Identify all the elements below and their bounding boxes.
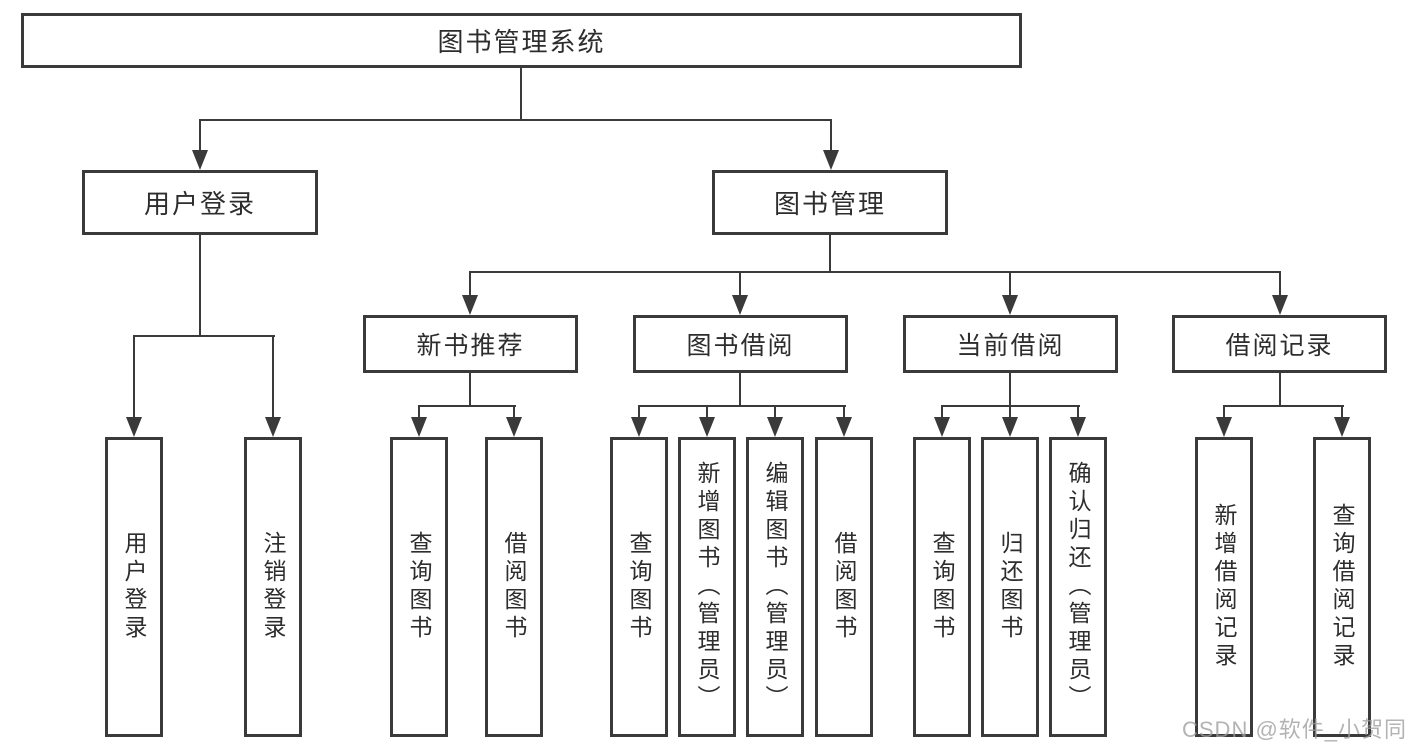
leaf-records-add-borrow-record: 新增借阅记录	[1195, 437, 1253, 737]
arrowhead-down-icon	[767, 417, 783, 437]
node-root-library-system: 图书管理系统	[21, 13, 1022, 68]
arrowhead-down-icon	[732, 295, 748, 315]
node-book-management: 图书管理	[712, 170, 948, 235]
connector-to-recommend-query	[418, 405, 420, 419]
connector-to-book-borrowing	[739, 271, 741, 297]
connector-records-crossbar	[1223, 405, 1344, 407]
leaf-borrowing-edit-books-admin: 编辑图书（管理员）	[746, 437, 804, 737]
connector-to-recommend-borrow	[513, 405, 515, 419]
connector-to-book-management	[830, 119, 832, 151]
connector-borrowing-crossbar	[638, 405, 846, 407]
connector-to-current-return	[1009, 405, 1011, 419]
node-new-book-recommend: 新书推荐	[363, 315, 578, 373]
connector-to-borrowing-edit	[774, 405, 776, 419]
leaf-borrowing-add-books-admin: 新增图书（管理员）	[678, 437, 736, 737]
leaf-borrowing-borrow-books: 借阅图书	[815, 437, 873, 737]
node-book-borrowing: 图书借阅	[633, 315, 848, 373]
leaf-logout: 注销登录	[244, 437, 302, 737]
arrowhead-down-icon	[1002, 295, 1018, 315]
leaf-borrowing-query-books: 查询图书	[610, 437, 668, 737]
connector-recommend-stem	[469, 373, 471, 407]
connector-to-borrowing-borrow	[843, 405, 845, 419]
connector-records-stem	[1279, 373, 1281, 407]
connector-recommend-crossbar	[418, 405, 516, 407]
arrowhead-down-icon	[411, 417, 427, 437]
arrowhead-down-icon	[1334, 417, 1350, 437]
connector-to-current-confirm	[1077, 405, 1079, 419]
connector-to-records-query	[1341, 405, 1343, 419]
connector-to-borrowing-query	[638, 405, 640, 419]
connector-root-crossbar	[199, 119, 832, 121]
leaf-records-query-borrow-record: 查询借阅记录	[1313, 437, 1371, 737]
arrowhead-down-icon	[462, 295, 478, 315]
arrowhead-down-icon	[823, 150, 839, 170]
node-user-login: 用户登录	[82, 170, 318, 235]
arrowhead-down-icon	[1002, 417, 1018, 437]
leaf-current-confirm-return-admin: 确认归还（管理员）	[1049, 437, 1107, 737]
connector-to-leaf-login	[133, 335, 135, 417]
arrowhead-down-icon	[631, 417, 647, 437]
arrowhead-down-icon	[506, 417, 522, 437]
arrowhead-down-icon	[934, 417, 950, 437]
connector-borrowing-stem	[739, 373, 741, 407]
connector-to-user-login	[199, 119, 201, 151]
connector-book-management-stem	[829, 235, 831, 273]
node-borrowing-records: 借阅记录	[1172, 315, 1387, 373]
leaf-user-login: 用户登录	[105, 437, 163, 737]
node-current-borrowing: 当前借阅	[903, 315, 1118, 373]
watermark: CSDN @软件_小贺同学	[1182, 717, 1405, 742]
arrowhead-down-icon	[126, 417, 142, 437]
connector-user-login-stem	[199, 235, 201, 337]
connector-to-records-add	[1223, 405, 1225, 419]
arrowhead-down-icon	[265, 417, 281, 437]
arrowhead-down-icon	[192, 150, 208, 170]
arrowhead-down-icon	[1216, 417, 1232, 437]
connector-to-borrowing-records	[1279, 271, 1281, 297]
connector-to-current-query	[941, 405, 943, 419]
leaf-recommend-borrow-books: 借阅图书	[485, 437, 543, 737]
arrowhead-down-icon	[699, 417, 715, 437]
leaf-current-return-books: 归还图书	[981, 437, 1039, 737]
connector-user-login-crossbar	[133, 335, 275, 337]
leaf-current-query-books: 查询图书	[913, 437, 971, 737]
connector-to-current-borrowing	[1009, 271, 1011, 297]
arrowhead-down-icon	[1070, 417, 1086, 437]
arrowhead-down-icon	[836, 417, 852, 437]
connector-root-stem	[520, 66, 522, 120]
connector-current-stem	[1009, 373, 1011, 407]
connector-to-new-book-recommend	[469, 271, 471, 297]
connector-to-borrowing-add	[706, 405, 708, 419]
connector-to-leaf-logout	[272, 335, 274, 417]
arrowhead-down-icon	[1272, 295, 1288, 315]
leaf-recommend-query-books: 查询图书	[390, 437, 448, 737]
connector-book-management-crossbar	[469, 271, 1281, 273]
